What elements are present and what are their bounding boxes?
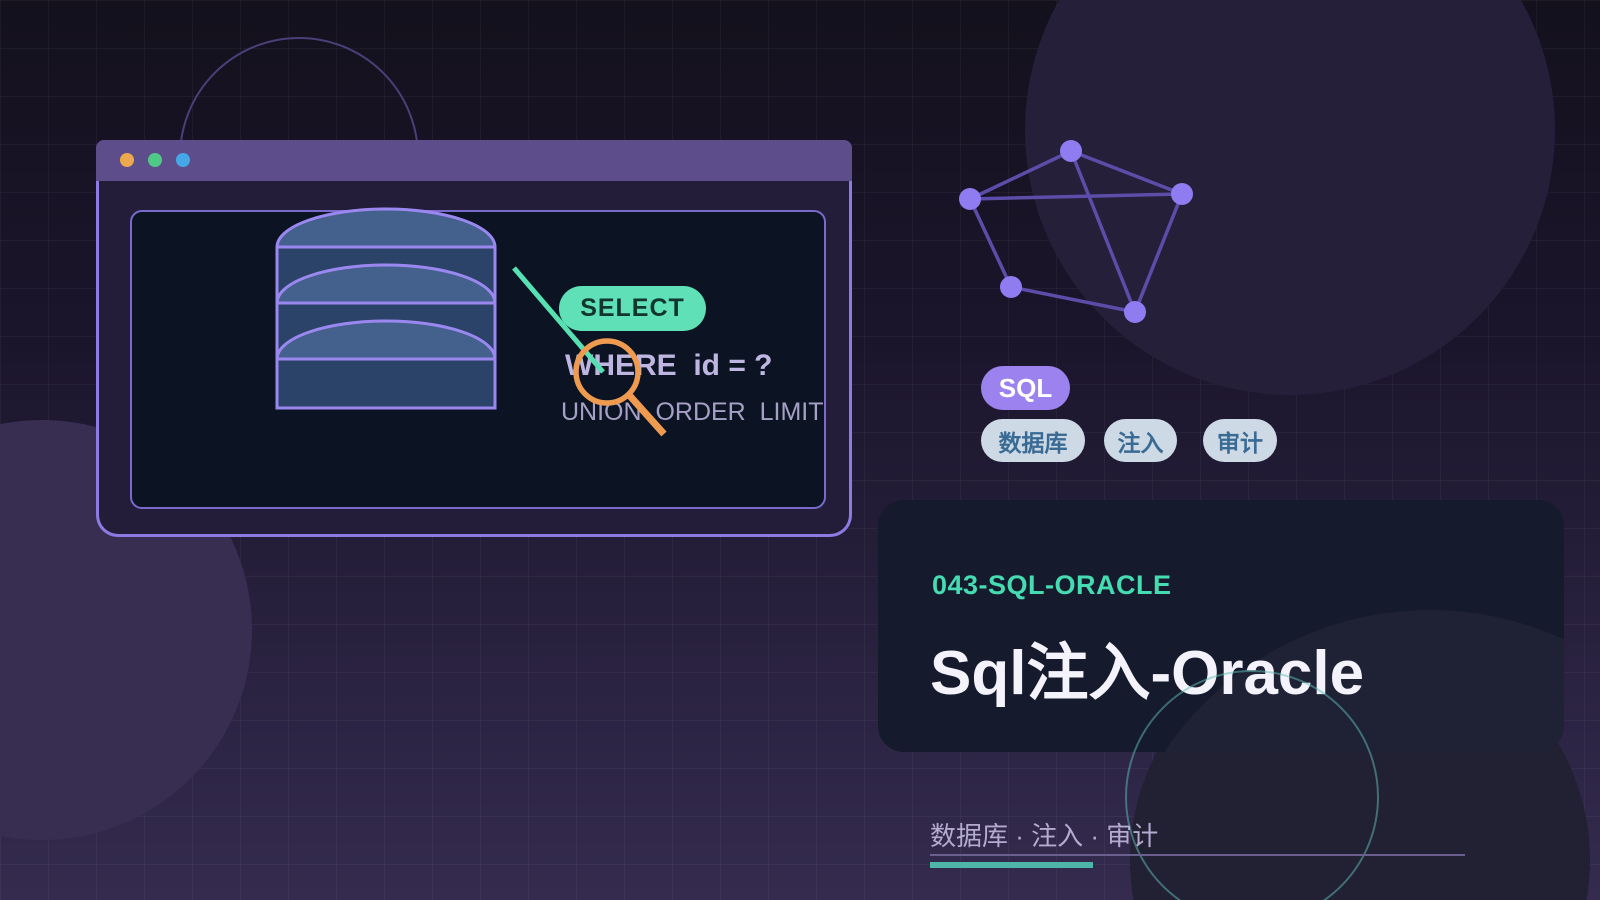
tag-pill-database: 数据库 [981, 419, 1085, 462]
tag-pill-injection: 注入 [1104, 419, 1177, 462]
magnifier-icon [573, 338, 667, 437]
graph-node [1000, 276, 1022, 298]
challenge-code: 043-SQL-ORACLE [932, 570, 1172, 600]
window-titlebar [96, 140, 852, 181]
strike-line [512, 266, 605, 374]
database-icon [275, 207, 497, 410]
footer-accent-underline [930, 862, 1093, 868]
window-control-dot-orange [120, 153, 134, 167]
graph-node [1060, 140, 1082, 162]
select-badge: SELECT [559, 286, 706, 331]
graph-node [959, 188, 981, 210]
sql-badge: SQL [981, 366, 1070, 410]
sql-badge-label: SQL [998, 372, 1053, 403]
footer-divider [930, 854, 1465, 856]
select-badge-label: SELECT [580, 294, 685, 322]
window-control-dot-blue [176, 153, 190, 167]
network-graph [959, 140, 1193, 323]
footer-tagline: 数据库 · 注入 · 审计 [930, 821, 1159, 851]
tag-list: 数据库 注入 审计 [981, 419, 1277, 462]
graph-node [1124, 301, 1146, 323]
graph-node [1171, 183, 1193, 205]
tag-pill-audit: 审计 [1203, 419, 1277, 462]
strike-and-magnifier [512, 266, 667, 437]
teal-ring-decoration [1125, 670, 1379, 900]
window-control-dot-green [148, 153, 162, 167]
